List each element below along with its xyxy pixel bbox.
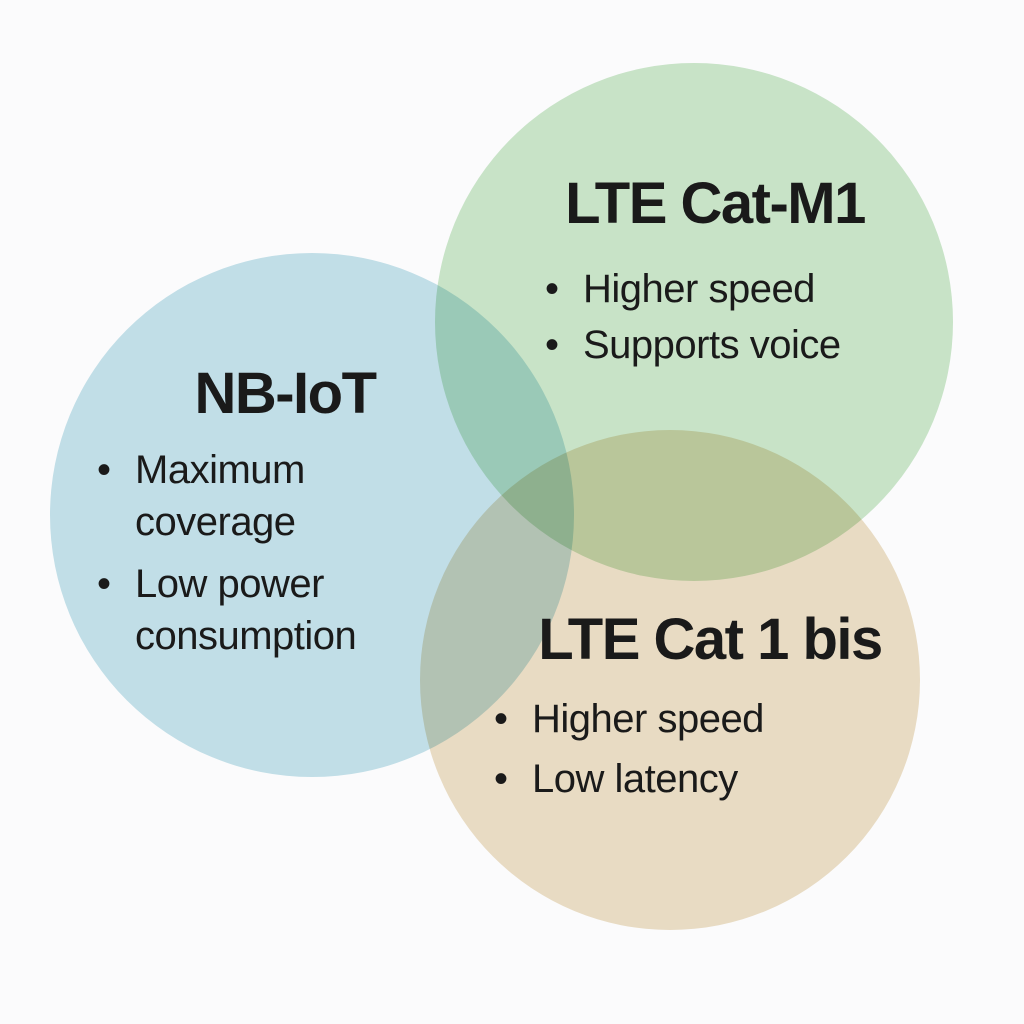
bullet-icon: • [97,562,111,606]
bullet-item: • Low power consumption [97,558,397,662]
lte-cat-1-bis-circle [420,430,920,930]
lte-cat-m1-bullets: • Higher speed • Supports voice [545,262,935,372]
bullet-item: • Maximum coverage [97,444,397,548]
nb-iot-bullets: • Maximum coverage • Low power consumpti… [97,444,397,662]
bullet-label: Higher speed [583,267,815,311]
lte-cat-m1-title: LTE Cat-M1 [565,171,866,236]
bullet-label: Maximum coverage [135,448,305,544]
bullet-label: Supports voice [583,323,841,367]
bullet-label: Higher speed [532,697,764,741]
lte-cat-1-bis-title: LTE Cat 1 bis [538,607,883,672]
nb-iot-title: NB-IoT [194,361,377,426]
bullet-icon: • [545,323,559,367]
bullet-label: Low latency [532,757,738,801]
bullet-icon: • [494,757,508,801]
bullet-label: Low power consumption [135,562,357,658]
lte-cat-1-bis-bullets: • Higher speed • Low latency [494,692,884,806]
bullet-icon: • [494,697,508,741]
bullet-icon: • [97,448,111,492]
bullet-item: • Low latency [494,752,884,806]
bullet-item: • Supports voice [545,318,935,372]
bullet-item: • Higher speed [494,692,884,746]
bullet-icon: • [545,267,559,311]
bullet-item: • Higher speed [545,262,935,316]
